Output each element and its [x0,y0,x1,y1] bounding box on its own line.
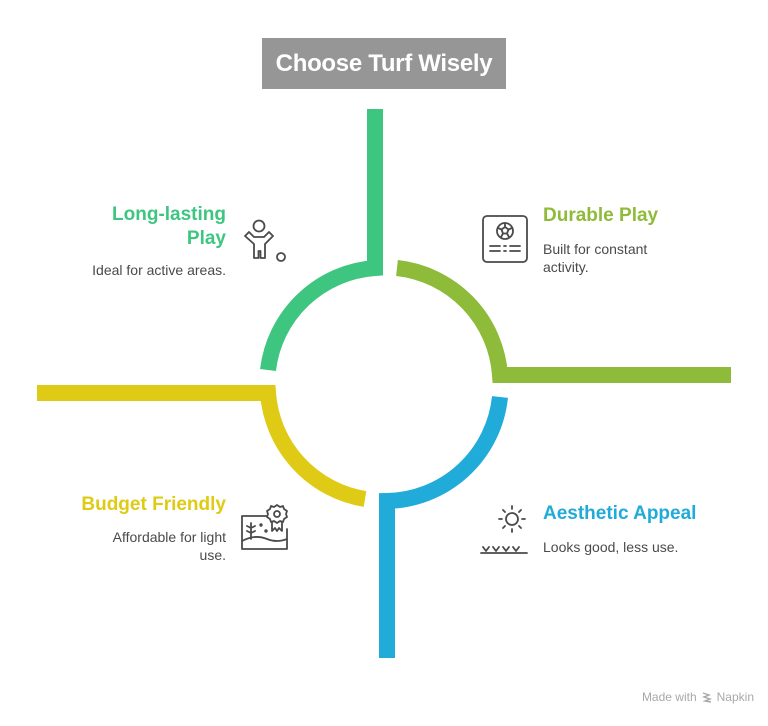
aesthetic-description: Looks good, less use. [543,539,679,555]
long-lasting-description: Ideal for active areas. [92,262,226,278]
aesthetic-heading: Aesthetic Appeal [543,503,697,524]
long-lasting-arc [260,109,383,372]
long-lasting-heading: Long-lasting Play [60,203,226,251]
title-banner: Choose Turf Wisely [262,38,506,89]
sun-grass-icon [480,505,528,554]
made-with-label: Made with [641,690,697,704]
soccer-field-card-icon [482,215,528,263]
child-playing-ball-icon [244,219,286,262]
durable-description: Built for constant activity. [543,240,647,276]
page-title: Choose Turf Wisely [275,49,493,77]
durable-arc [395,260,731,383]
description-line: use. [199,547,226,563]
description-line: Affordable for light [112,529,226,545]
napkin-watermark: Made with Napkin [642,690,754,704]
description-line: activity. [543,259,589,275]
budget-heading: Budget Friendly [81,494,226,515]
budget-arc [37,385,367,507]
durable-heading: Durable Play [543,205,659,226]
budget-description: Affordable for light use. [40,528,226,564]
landscape-award-icon [241,504,288,550]
aesthetic-arc [379,396,508,658]
napkin-logo-icon [701,692,712,703]
description-line: Built for constant [543,241,648,257]
heading-line: Long-lasting [112,204,226,225]
napkin-brand-label: Napkin [716,690,754,704]
heading-line: Play [186,228,226,249]
